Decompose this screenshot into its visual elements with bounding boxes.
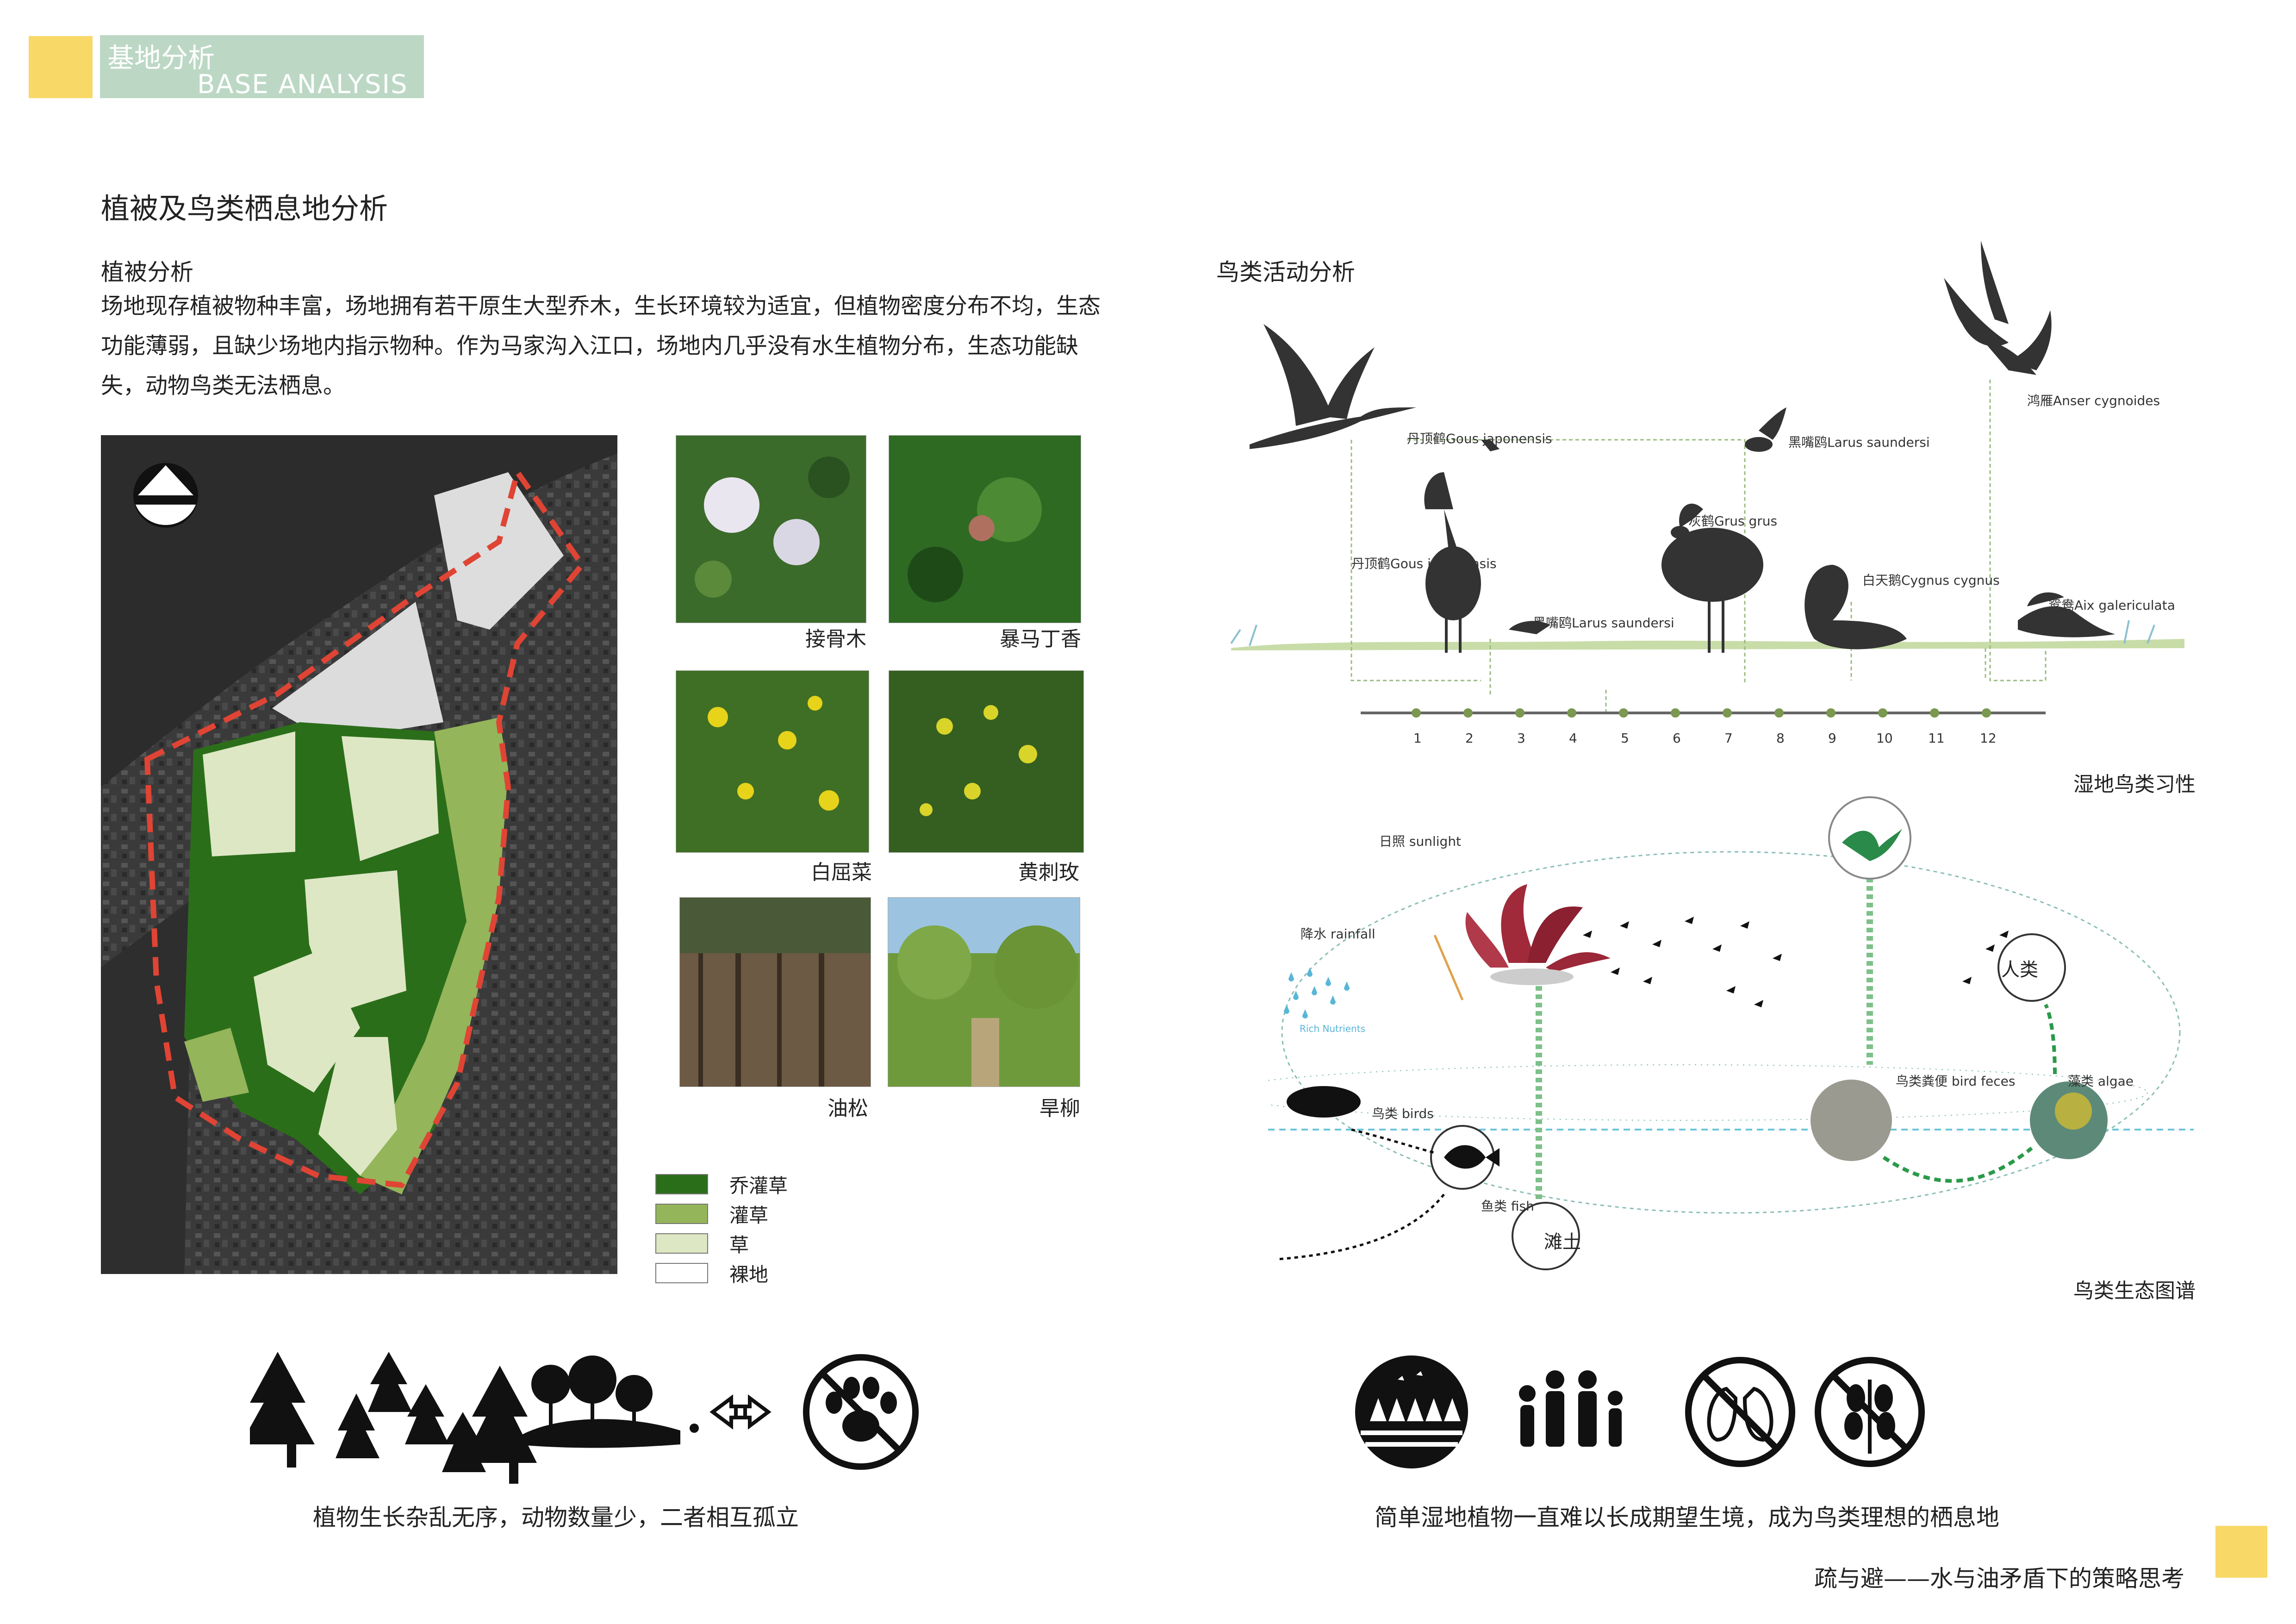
flying-bird-icon [1842, 829, 1902, 861]
month-label: 1 [1413, 731, 1422, 746]
bird-label-duck: 鸳鸯Aix galericulata [2048, 598, 2175, 613]
page-title: 植被及鸟类栖息地分析 [101, 192, 388, 225]
eco-label-fish: 鱼类 fish [1481, 1199, 1534, 1214]
header-banner [100, 35, 424, 98]
eco-label-algae: 藻类 algae [2068, 1074, 2134, 1089]
month-label: 9 [1828, 731, 1836, 746]
birds-heading: 鸟类活动分析 [1216, 259, 1355, 286]
tree-cluster-icon [250, 1352, 537, 1484]
beach-soil-node [1512, 1202, 1580, 1270]
bush-group-icon [514, 1355, 699, 1448]
plant-photo-3 [676, 670, 869, 853]
vegetation-paragraph: 场地现存植被物种丰富，场地拥有若干原生大型乔木，生长环境较为适宜，但植物密度分布… [101, 293, 1101, 399]
site-boundary [144, 465, 586, 1188]
sunlight-arrow-icon [1433, 935, 1464, 1000]
plant-photo-2 [889, 435, 1081, 623]
wetland-status-icons [1355, 1355, 1925, 1468]
human-node [1997, 933, 2066, 1002]
bird-label-crane-2: 丹顶鹤Gous japonensis [1351, 556, 1497, 571]
legend-label-tree-shrub-grass: 乔灌草 [729, 1174, 788, 1197]
rain-icon [1284, 968, 1350, 1018]
eco-label-birds: 鸟类 birds [1372, 1106, 1434, 1121]
legend-label-shrub-grass: 灌草 [729, 1204, 769, 1227]
bird-silhouettes [1250, 241, 2115, 653]
swimming-bird-icon [1287, 1086, 1361, 1118]
footer-text: 疏与避——水与油矛盾下的策略思考 [1814, 1565, 2184, 1592]
legend-label-bare-land: 裸地 [729, 1263, 769, 1286]
month-label: 6 [1673, 731, 1681, 746]
plant-label-6: 旱柳 [1039, 1097, 1080, 1120]
vegetation-heading: 植被分析 [101, 259, 193, 286]
vegetation-isolation-icons [250, 1352, 919, 1484]
no-animals-icon [803, 1354, 919, 1470]
legend-swatch-tree-shrub-grass [655, 1174, 708, 1194]
flock-icon [1583, 917, 2018, 1007]
month-label: 8 [1776, 731, 1785, 746]
month-label: 5 [1621, 731, 1629, 746]
month-label: 2 [1465, 731, 1474, 746]
plant-label-3: 白屈菜 [811, 861, 872, 884]
legend-swatch-bare-land [655, 1263, 708, 1283]
bare-land-zone [434, 472, 564, 630]
header-accent-square [29, 36, 93, 98]
vegetation-caption: 植物生长杂乱无序，动物数量少，二者相互孤立 [313, 1504, 799, 1531]
header-title-en: BASE ANALYSIS [197, 69, 408, 100]
legend-swatch-grass [655, 1233, 708, 1254]
bird-label-gull-1: 黑嘴鸥Larus saundersi [1788, 435, 1930, 450]
plant-photo-6 [888, 897, 1080, 1087]
plant-photo-5 [679, 897, 871, 1087]
month-label: 11 [1928, 731, 1945, 746]
plant-photo-4 [889, 670, 1084, 853]
eco-label-nutrients: Rich Nutrients [1300, 1023, 1365, 1034]
eco-label-feces: 鸟类粪便 bird feces [1896, 1074, 2016, 1089]
plant-label-4: 黄刺玫 [1018, 861, 1079, 884]
wetland-icon [1355, 1355, 1468, 1468]
plant-photo-1 [676, 435, 866, 623]
plant-label-5: 油松 [828, 1097, 868, 1120]
month-label: 7 [1724, 731, 1733, 746]
plant-label-2: 暴马丁香 [1000, 627, 1081, 651]
eco-caption: 鸟类生态图谱 [2073, 1279, 2196, 1303]
bird-habits-timeline [1230, 241, 2184, 718]
bird-label-goose: 鸿雁Anser cygnoides [2027, 393, 2160, 408]
habit-caption: 湿地鸟类习性 [2073, 773, 2196, 796]
eco-label-rainfall: 降水 rainfall [1300, 926, 1375, 942]
header-title-cn: 基地分析 [107, 42, 215, 74]
plant-label-1: 接骨木 [805, 627, 866, 651]
bird-ecology-diagram [1268, 796, 2194, 1270]
footer-accent-square [2215, 1526, 2267, 1578]
site-vegetation-map [101, 435, 617, 1274]
eco-label-human: 人类 [2001, 959, 2038, 981]
legend-label-grass: 草 [729, 1234, 749, 1256]
bidirectional-arrow-icon [709, 1394, 772, 1430]
bare-land-zone [272, 602, 443, 741]
family-icon [1519, 1370, 1623, 1447]
bird-label-gull-2: 黑嘴鸥Larus saundersi [1533, 615, 1674, 631]
month-label: 10 [1876, 731, 1893, 746]
month-markers [1412, 708, 1991, 718]
bird-feces-node [1811, 1080, 1892, 1161]
month-label: 12 [1980, 731, 1997, 746]
month-label: 4 [1569, 731, 1577, 746]
bird-label-swan: 白天鹅Cygnus cygnus [1862, 573, 2000, 588]
shrub-grass-zone [360, 718, 508, 1194]
bird-label-grus: 灰鹤Grus grus [1688, 513, 1778, 529]
birds-caption: 简单湿地植物一直难以长成期望生境，成为鸟类理想的栖息地 [1375, 1504, 1999, 1531]
month-label: 3 [1517, 731, 1525, 746]
no-plants-icon [1815, 1357, 1925, 1467]
eco-label-sunlight: 日照 sunlight [1379, 834, 1462, 849]
eco-label-beach: 滩土 [1544, 1231, 1581, 1253]
reed-plant-icon [1465, 884, 1611, 985]
no-lungs-icon [1685, 1357, 1795, 1467]
legend-swatch-shrub-grass [655, 1204, 708, 1224]
bird-label-crane-1: 丹顶鹤Gous japonensis [1407, 431, 1552, 446]
